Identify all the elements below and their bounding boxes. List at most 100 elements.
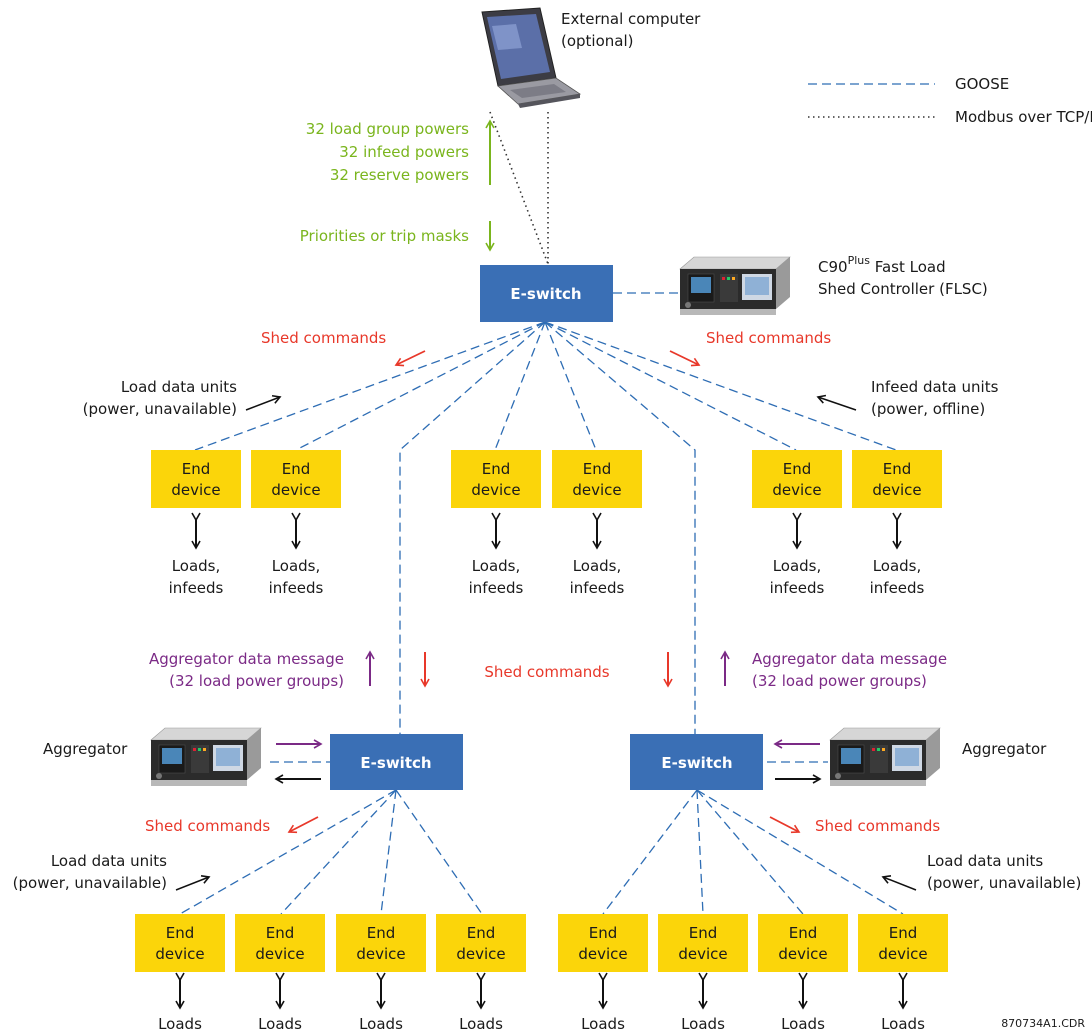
svg-text:End: End — [266, 924, 295, 942]
svg-text:Loads: Loads — [359, 1015, 403, 1033]
svg-text:Loads,: Loads, — [873, 557, 922, 575]
svg-text:device: device — [456, 945, 505, 963]
svg-text:End: End — [182, 460, 211, 478]
shed-arrow-bottom-right-icon — [769, 816, 801, 834]
svg-text:End: End — [282, 460, 311, 478]
end-device: End device — [436, 914, 526, 972]
aggregator-message-right-line2: (32 load power groups) — [752, 672, 927, 690]
svg-text:End: End — [367, 924, 396, 942]
shed-arrow-bottom-left-icon — [287, 816, 319, 834]
svg-text:device: device — [572, 481, 621, 499]
modbus-link — [489, 111, 549, 265]
svg-text:device: device — [878, 945, 927, 963]
e-switch-right: E-switch — [630, 734, 763, 790]
shed-arrow-top-left-icon — [394, 350, 426, 367]
svg-text:device: device — [471, 481, 520, 499]
svg-text:End: End — [467, 924, 496, 942]
aggregator-right-label: Aggregator — [962, 740, 1047, 758]
svg-text:infeeds: infeeds — [870, 579, 925, 597]
load-data-units-top-line1: Load data units — [121, 378, 237, 396]
legend-modbus-label: Modbus over TCP/IP — [955, 108, 1092, 126]
uplink-load-group-powers: 32 load group powers — [306, 120, 469, 138]
relay-device-icon — [829, 727, 941, 787]
legend: GOOSE Modbus over TCP/IP — [808, 75, 1092, 126]
svg-text:End: End — [689, 924, 718, 942]
bidirectional-arrows-bottom — [175, 972, 908, 1010]
load-data-arrow-bottom-right-icon — [881, 875, 917, 891]
e-switch-left: E-switch — [330, 734, 463, 790]
goose-links-top — [194, 321, 897, 735]
svg-text:device: device — [772, 481, 821, 499]
load-data-units-bottom-right-line1: Load data units — [927, 852, 1043, 870]
svg-text:Loads: Loads — [158, 1015, 202, 1033]
relay-device-icon — [150, 727, 262, 787]
aggregator-message-right-line1: Aggregator data message — [752, 650, 947, 668]
e-switch-top: E-switch — [480, 265, 613, 322]
svg-text:device: device — [872, 481, 921, 499]
shed-commands-bottom-left: Shed commands — [145, 817, 270, 835]
laptop-icon — [481, 7, 582, 108]
svg-text:End: End — [482, 460, 511, 478]
aggregator-message-left-line2: (32 load power groups) — [169, 672, 344, 690]
svg-text:End: End — [583, 460, 612, 478]
end-device: End device — [552, 450, 642, 508]
svg-text:device: device — [778, 945, 827, 963]
infeed-data-units-line1: Infeed data units — [871, 378, 999, 396]
svg-text:End: End — [589, 924, 618, 942]
e-switch-right-label: E-switch — [661, 754, 732, 772]
load-data-units-bottom-left-line1: Load data units — [51, 852, 167, 870]
goose-links-right — [602, 789, 904, 915]
svg-text:Loads,: Loads, — [573, 557, 622, 575]
figure-id: 870734A1.CDR — [1001, 1017, 1085, 1030]
shed-commands-middle: Shed commands — [484, 663, 609, 681]
svg-text:device: device — [678, 945, 727, 963]
svg-text:infeeds: infeeds — [269, 579, 324, 597]
svg-text:Loads: Loads — [258, 1015, 302, 1033]
external-computer-label: External computer — [561, 10, 701, 28]
load-data-arrow-top-icon — [245, 394, 282, 411]
svg-text:infeeds: infeeds — [570, 579, 625, 597]
svg-text:Loads: Loads — [581, 1015, 625, 1033]
shed-commands-top-left: Shed commands — [261, 329, 386, 347]
load-data-units-bottom-left-line2: (power, unavailable) — [13, 874, 167, 892]
relay-device-icon — [679, 256, 791, 316]
svg-text:End: End — [166, 924, 195, 942]
svg-text:End: End — [883, 460, 912, 478]
svg-text:End: End — [783, 460, 812, 478]
svg-text:Loads: Loads — [881, 1015, 925, 1033]
end-device: End device — [852, 450, 942, 508]
svg-text:infeeds: infeeds — [770, 579, 825, 597]
end-device: End device — [752, 450, 842, 508]
svg-text:End: End — [789, 924, 818, 942]
loads-infeeds-labels: Loads, infeeds Loads, infeeds Loads, infeed… — [169, 557, 925, 597]
svg-text:infeeds: infeeds — [469, 579, 524, 597]
load-data-arrow-bottom-left-icon — [175, 875, 211, 891]
svg-text:device: device — [356, 945, 405, 963]
svg-text:Loads,: Loads, — [773, 557, 822, 575]
shed-commands-bottom-right: Shed commands — [815, 817, 940, 835]
aggregator-left-label: Aggregator — [43, 740, 128, 758]
loads-labels: Loads Loads Loads Loads Loads Loads Load… — [158, 1015, 925, 1033]
flsc-label-line2: Shed Controller (FLSC) — [818, 280, 988, 298]
svg-text:Loads,: Loads, — [472, 557, 521, 575]
load-data-units-bottom-right-line2: (power, unavailable) — [927, 874, 1081, 892]
legend-goose-label: GOOSE — [955, 75, 1009, 93]
uplink-reserve-powers: 32 reserve powers — [330, 166, 469, 184]
goose-links-left — [179, 789, 483, 915]
bidirectional-arrows-top — [191, 512, 902, 550]
end-device: End device — [336, 914, 426, 972]
aggregator-message-left-line1: Aggregator data message — [149, 650, 344, 668]
e-switch-left-label: E-switch — [360, 754, 431, 772]
end-device: End device — [758, 914, 848, 972]
shed-commands-top-right: Shed commands — [706, 329, 831, 347]
infeed-data-arrow-icon — [816, 394, 857, 411]
svg-text:Loads,: Loads, — [172, 557, 221, 575]
